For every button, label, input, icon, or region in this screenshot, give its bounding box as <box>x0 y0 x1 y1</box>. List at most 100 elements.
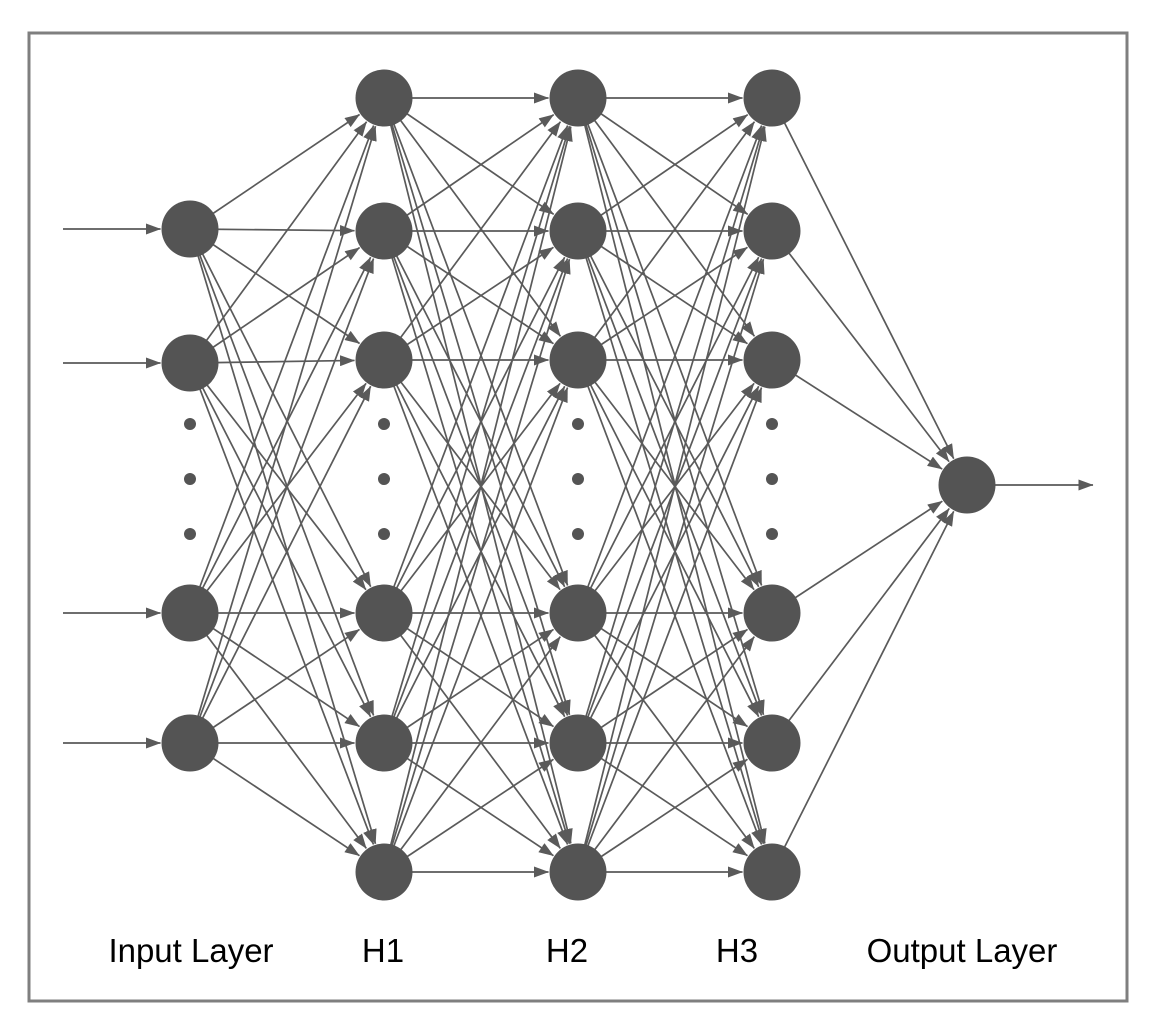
connection-line <box>189 385 372 744</box>
frame-border <box>27 31 1129 1003</box>
connection-line <box>383 121 562 361</box>
connection-line <box>383 258 571 873</box>
neuron-node-h2-1 <box>549 69 607 127</box>
neuron-node-h3-2 <box>743 202 801 260</box>
connection-line <box>189 256 372 614</box>
connection-line <box>383 636 561 873</box>
ellipsis-dots-group <box>184 418 778 540</box>
connection-line <box>771 97 955 460</box>
connection-line <box>189 228 361 345</box>
connection-line <box>383 125 569 614</box>
neuron-node-h1-1 <box>355 69 413 127</box>
ellipsis-dot <box>572 418 584 430</box>
ellipsis-dot <box>378 418 390 430</box>
connection-line <box>383 359 566 718</box>
connection-line <box>383 387 569 873</box>
connection-line <box>577 359 755 591</box>
connection-line <box>189 125 375 614</box>
connection-line <box>383 230 566 588</box>
connection-line <box>383 97 562 337</box>
connection-line <box>189 113 361 230</box>
connection-line <box>771 508 950 744</box>
ellipsis-dot <box>184 418 196 430</box>
connection-line <box>189 125 377 744</box>
connection-line <box>383 359 561 591</box>
connection-line <box>383 230 554 345</box>
connection-line <box>577 612 748 728</box>
connection-line <box>189 246 361 364</box>
connection-line <box>189 362 375 845</box>
neuron-node-h1-4 <box>355 584 413 642</box>
layer-label-h3: H3 <box>716 932 758 969</box>
connection-line <box>383 113 555 232</box>
connection-line <box>189 742 360 857</box>
connection-line <box>577 359 763 845</box>
layer-label-h2: H2 <box>546 932 588 969</box>
connection-line <box>383 97 569 586</box>
connection-line <box>189 228 375 716</box>
connection-line <box>771 359 943 470</box>
connection-line <box>577 359 760 718</box>
connection-line <box>383 612 554 728</box>
neuron-node-input-1 <box>161 200 219 258</box>
connection-line <box>383 125 571 744</box>
connection-line <box>189 121 368 364</box>
connection-line <box>189 612 360 728</box>
connection-line <box>383 758 554 873</box>
connection-line <box>189 258 375 744</box>
connection-line <box>577 97 749 216</box>
neuron-node-h3-3 <box>743 331 801 389</box>
connection-line <box>577 382 755 614</box>
ellipsis-dot <box>572 528 584 540</box>
connection-line <box>577 636 755 873</box>
neuron-node-h2-2 <box>549 202 607 260</box>
connection-line <box>577 258 765 873</box>
neuron-node-input-3 <box>161 584 219 642</box>
neuron-node-h2-4 <box>549 584 607 642</box>
connection-line <box>383 246 554 361</box>
connection-line <box>577 126 767 873</box>
neuron-node-h2-6 <box>549 843 607 901</box>
layer-label-output: Output Layer <box>867 932 1058 969</box>
ellipsis-dot <box>572 473 584 485</box>
connection-line <box>383 612 561 849</box>
neuron-node-h2-3 <box>549 331 607 389</box>
connection-line <box>577 758 748 873</box>
layer-label-input: Input Layer <box>108 932 273 969</box>
connection-line <box>577 256 760 614</box>
neuron-node-output-1 <box>938 456 996 514</box>
nodes-group <box>161 69 996 901</box>
neuron-node-input-2 <box>161 334 219 392</box>
ellipsis-dot <box>378 528 390 540</box>
connection-line <box>577 387 763 873</box>
neuron-node-h3-1 <box>743 69 801 127</box>
connection-line <box>383 126 573 873</box>
connection-line <box>577 385 760 744</box>
connection-line <box>189 628 360 744</box>
connection-line <box>577 125 765 744</box>
connection-line <box>189 362 372 718</box>
connection-line <box>577 612 755 849</box>
neuron-node-h3-6 <box>743 843 801 901</box>
connection-line <box>577 125 763 614</box>
neuron-node-h1-3 <box>355 331 413 389</box>
connection-line <box>771 230 950 463</box>
neuron-node-h1-5 <box>355 714 413 772</box>
ellipsis-dot <box>766 473 778 485</box>
connection-line <box>577 230 763 716</box>
connection-line <box>577 628 748 744</box>
connection-line <box>189 362 367 591</box>
connection-line <box>383 628 554 744</box>
connection-line <box>383 230 569 716</box>
neuron-node-h3-4 <box>743 584 801 642</box>
neuron-node-h1-2 <box>355 202 413 260</box>
ellipsis-dot <box>766 528 778 540</box>
connection-line <box>577 230 760 588</box>
ellipsis-dot <box>378 473 390 485</box>
connection-line <box>383 258 569 744</box>
connection-line <box>577 230 748 345</box>
connection-line <box>577 97 763 586</box>
connection-line <box>383 359 569 845</box>
